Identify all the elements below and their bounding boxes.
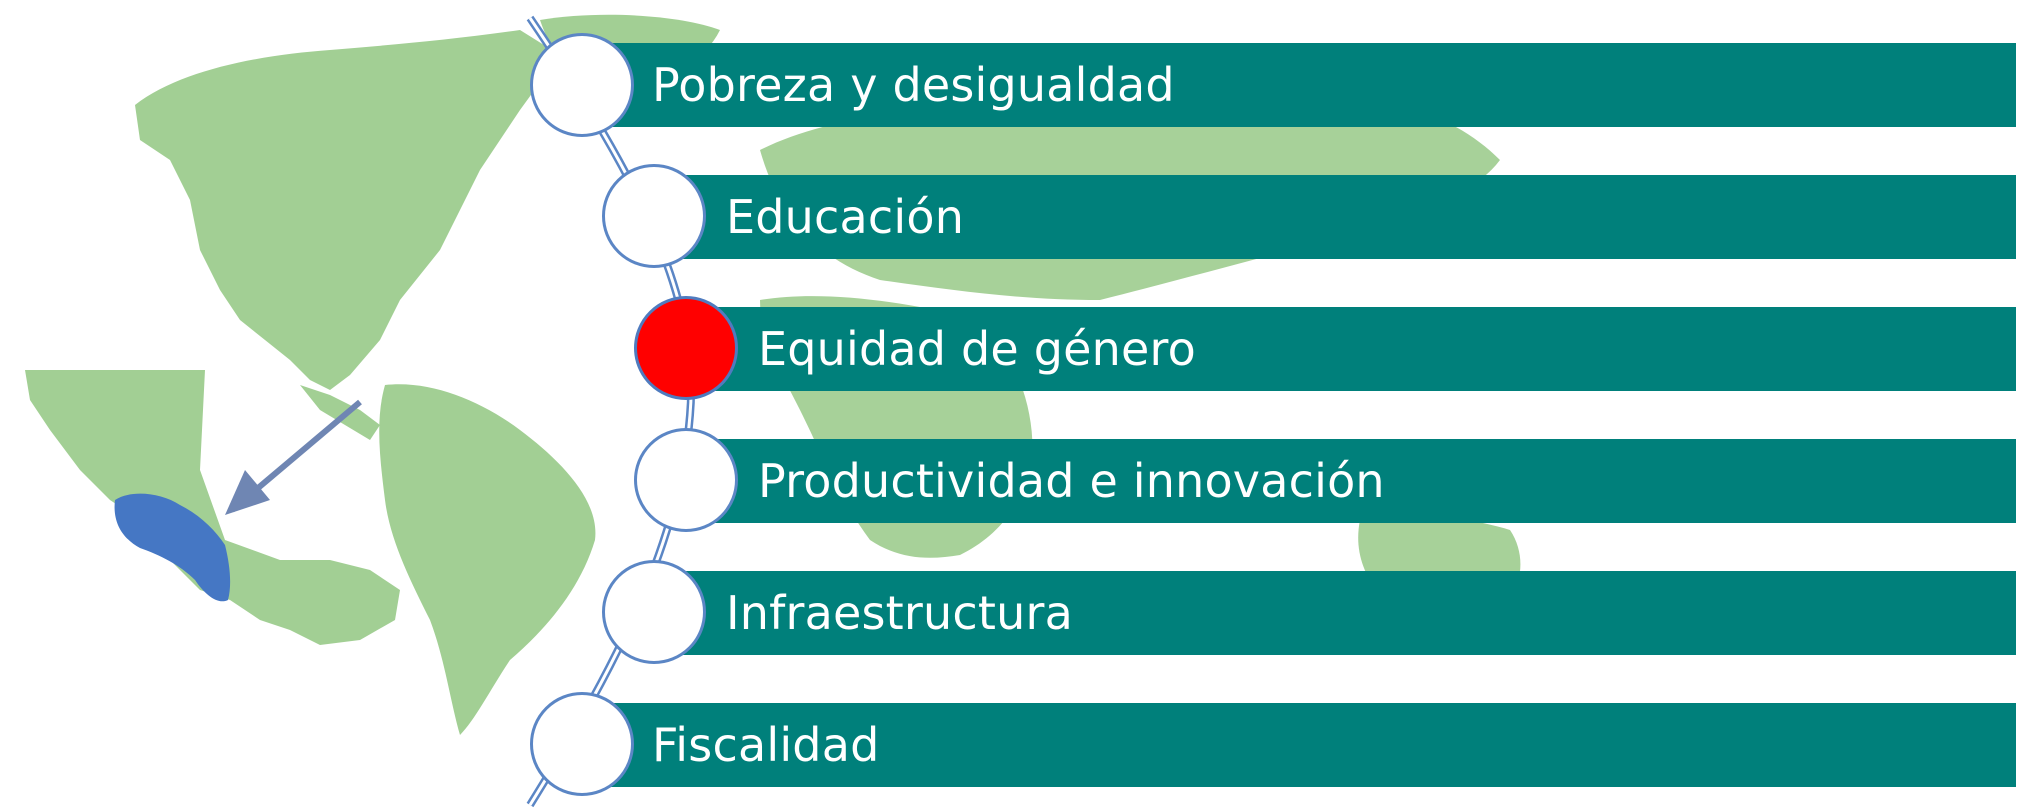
item-bar-2: Equidad de género — [715, 307, 2016, 391]
item-node-2-active — [634, 296, 738, 400]
item-bar-5: Fiscalidad — [610, 703, 2016, 787]
item-bar-4: Infraestructura — [682, 571, 2016, 655]
item-node-5 — [530, 692, 634, 796]
south-america-shape — [379, 384, 596, 735]
item-label: Pobreza y desigualdad — [652, 58, 1175, 112]
item-node-4 — [602, 560, 706, 664]
item-bar-1: Educación — [682, 175, 2016, 259]
central-america-shape — [300, 385, 380, 440]
item-label: Educación — [726, 190, 965, 244]
item-label: Productividad e innovación — [758, 454, 1385, 508]
item-node-3 — [634, 428, 738, 532]
item-label: Equidad de género — [758, 322, 1196, 376]
pointer-arrowhead — [225, 470, 270, 515]
item-node-0 — [530, 33, 634, 137]
item-bar-0: Pobreza y desigualdad — [610, 43, 2016, 127]
inset-region-shape — [25, 370, 400, 645]
north-america-shape — [135, 30, 560, 390]
item-bar-3: Productividad e innovación — [715, 439, 2016, 523]
costa-rica-highlight-shape — [114, 493, 231, 602]
item-node-1 — [602, 164, 706, 268]
item-label: Fiscalidad — [652, 718, 880, 772]
item-label: Infraestructura — [726, 586, 1073, 640]
